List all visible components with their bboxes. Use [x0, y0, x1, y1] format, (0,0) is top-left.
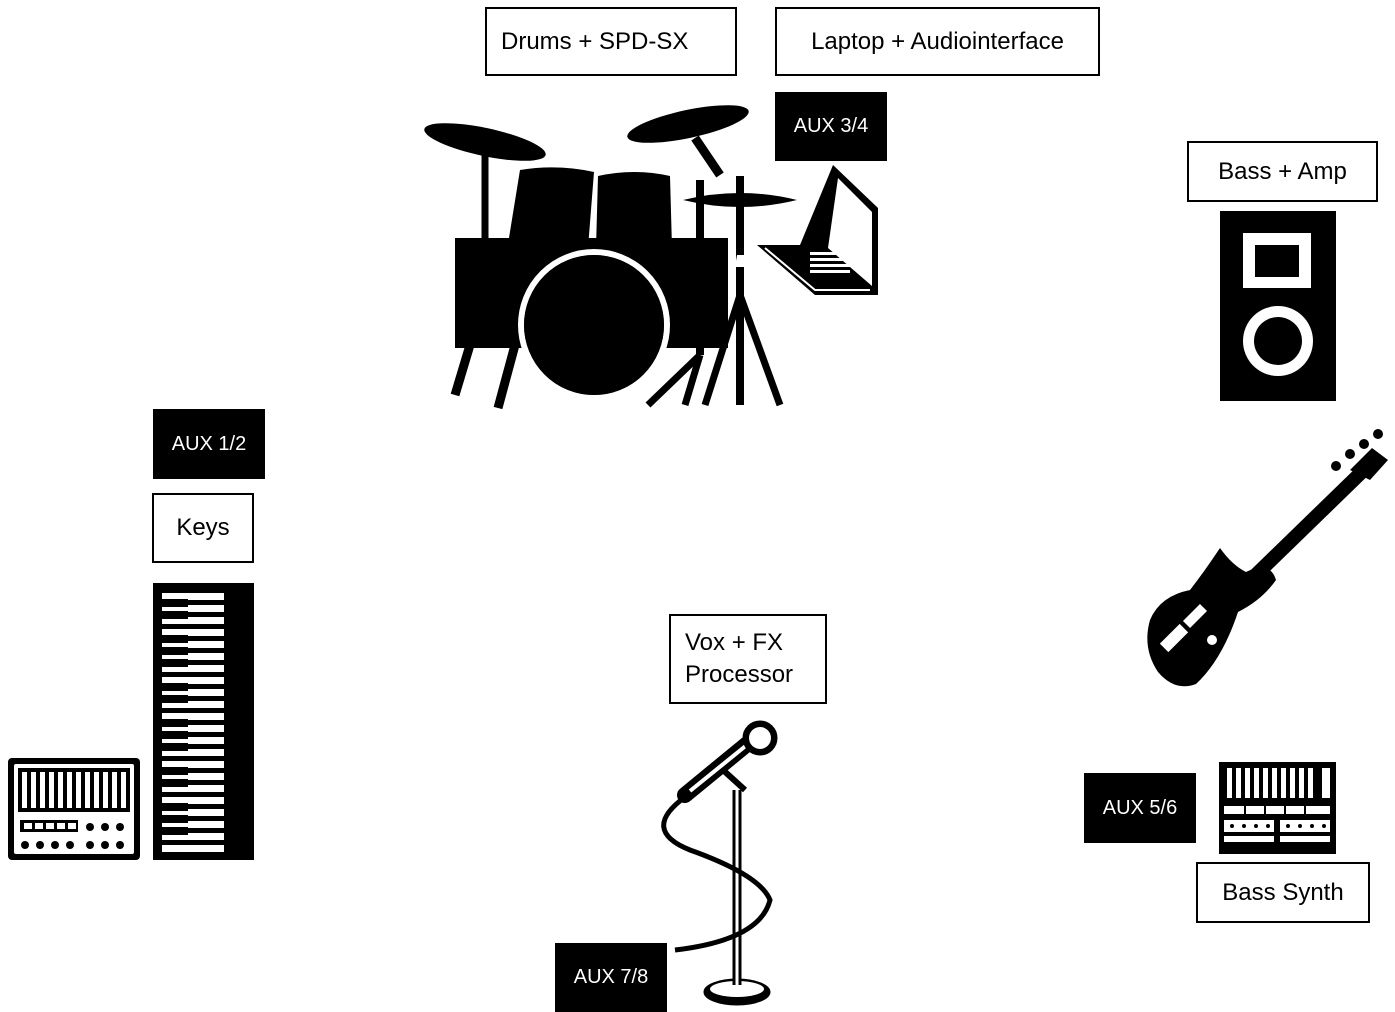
bass-guitar-icon [1147, 429, 1388, 686]
bass-synth-icon [1219, 762, 1336, 854]
laptop-icon [735, 165, 878, 295]
microphone-icon [664, 721, 777, 1005]
keyboard-icon [153, 583, 254, 860]
synth-module-icon [8, 758, 140, 860]
amp-speaker-icon [1220, 211, 1336, 401]
drum-kit-icon [421, 97, 797, 408]
